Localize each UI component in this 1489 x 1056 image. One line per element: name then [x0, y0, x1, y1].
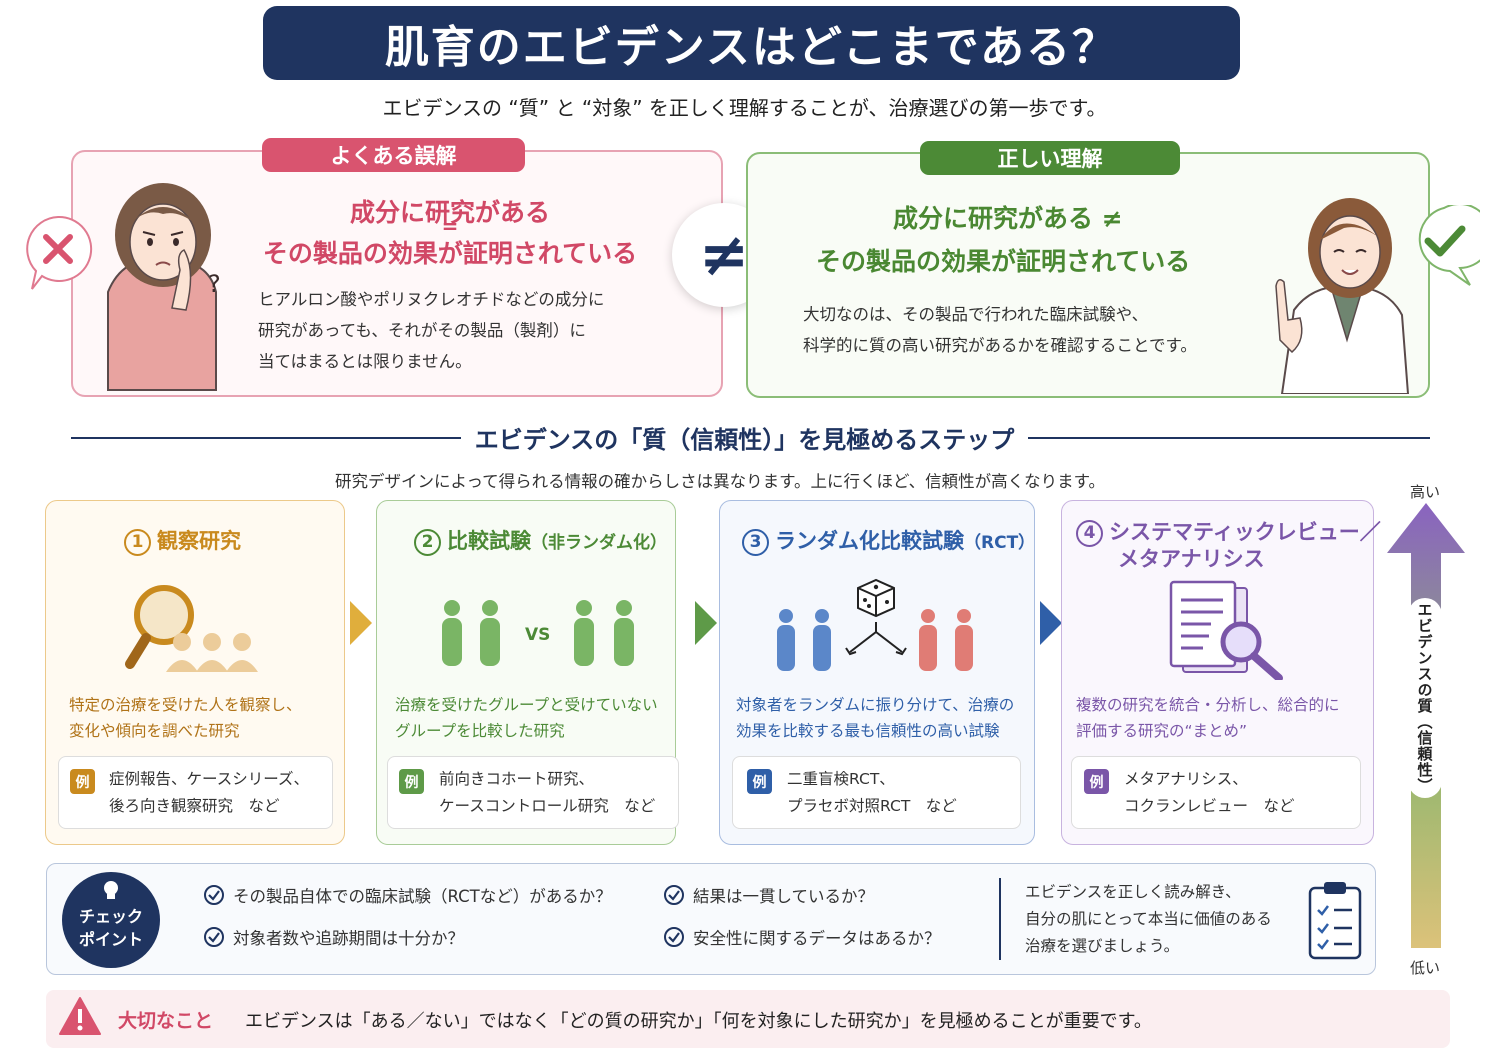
step4-example-badge: 例 — [1084, 769, 1109, 794]
check-points-panel — [46, 863, 1376, 975]
step1-example-box — [58, 756, 333, 829]
misconception-line2: その製品の効果が証明されている — [262, 239, 638, 268]
check-circle-icon — [204, 927, 224, 947]
important-text: エビデンスは「ある／ない」ではなく「どの質の研究か」「何を対象にした研究か」を見… — [245, 1011, 1152, 1032]
check-item-4: 安全性に関するデータはあるか？ — [663, 925, 941, 949]
step4-description: 複数の研究を統合・分析し、総合的に評価する研究の“まとめ” — [1076, 696, 1340, 740]
scale-high-label: 高い — [1410, 483, 1441, 501]
misconception-line1: 成分に研究がある — [349, 198, 550, 227]
step3-example-badge: 例 — [747, 769, 772, 794]
check-item-1: その製品自体での臨床試験（RCTなど）があるか？ — [203, 883, 612, 907]
correct-label: 正しい理解 — [920, 141, 1180, 175]
step2-examples: 前向きコホート研究、ケースコントロール研究 など — [439, 770, 656, 815]
check-circle-icon — [204, 885, 224, 905]
step3-examples: 二重盲検RCT、プラセボ対照RCT など — [787, 770, 957, 815]
misconception-label: よくある誤解 — [262, 138, 525, 172]
lightbulb-icon — [104, 881, 118, 899]
dice-icon — [857, 578, 895, 618]
correct-line1: 成分に研究がある ≠ — [893, 204, 1123, 233]
correct-text: 大切なのは、その製品で行われた臨床試験や、 科学的に質の高い研究があるかを確認す… — [803, 305, 1197, 355]
check-item-2: 結果は一貫しているか？ — [663, 883, 874, 907]
check-icon — [1418, 205, 1480, 286]
magnifier-people-icon — [125, 585, 258, 672]
page-subtitle: エビデンスの “質” と “対象” を正しく理解することが、治療選びの第一歩です… — [382, 96, 1107, 120]
title-banner: 肌育のエビデンスはどこまである？ — [263, 6, 1240, 80]
warning-icon — [59, 997, 101, 1035]
important-banner — [46, 990, 1450, 1048]
scale-axis-label: エビデンスの質（信頼性） — [1408, 598, 1442, 798]
cross-icon — [26, 215, 93, 290]
worried-woman-illustration: ? — [107, 183, 221, 391]
step3-description: 対象者をランダムに振り分けて、治療の効果を比較する最も信頼性の高い試験 — [736, 696, 1015, 740]
step1-description: 特定の治療を受けた人を観察し、変化や傾向を調べた研究 — [69, 696, 302, 740]
step4-examples: メタアナリシス、コクランレビュー など — [1124, 770, 1295, 815]
clipboard-icon — [1308, 882, 1362, 960]
group-vs-group-icon: VS — [442, 600, 634, 666]
step2-arrow — [695, 601, 717, 645]
correct-line2: その製品の効果が証明されている — [816, 247, 1191, 276]
check-points-label: チェックポイント — [78, 907, 143, 949]
step1-example-badge: 例 — [70, 769, 95, 794]
section-title: エビデンスの「質（信頼性）」を見極めるステップ — [0, 420, 1489, 455]
misconception-equals: = — [441, 214, 459, 238]
step2-example-badge: 例 — [399, 769, 424, 794]
doctor-woman-illustration — [1275, 198, 1410, 394]
step3-arrow — [1040, 601, 1062, 645]
page-title: 肌育のエビデンスはどこまである？ — [384, 22, 1119, 73]
step3-example-box — [732, 756, 1021, 829]
check-note: エビデンスを正しく読み解き、自分の肌にとって本当に価値のある治療を選びましょう。 — [1025, 883, 1272, 955]
important-label: 大切なこと — [118, 1010, 214, 1032]
step4-example-box — [1071, 756, 1361, 829]
check-circle-icon — [664, 885, 684, 905]
step2-example-box — [387, 756, 679, 829]
randomization-icon — [777, 578, 973, 671]
misconception-text: ヒアルロン酸やポリヌクレオチドなどの成分に 研究があっても、それがその製品（製剤… — [258, 290, 605, 371]
vs-label: VS — [525, 625, 550, 645]
step1-arrow — [350, 601, 372, 645]
step2-description: 治療を受けたグループと受けていないグループを比較した研究 — [395, 696, 658, 740]
check-item-3: 対象者数や追跡期間は十分か？ — [203, 925, 464, 949]
document-magnifier-icon — [1169, 580, 1283, 680]
step4-title-line2: メタアナリシス — [1118, 547, 1265, 571]
check-divider — [999, 878, 1001, 960]
check-circle-icon — [664, 927, 684, 947]
svg-text:?: ? — [208, 270, 221, 298]
section-subtitle: 研究デザインによって得られる情報の確からしさは異なります。上に行くほど、信頼性が… — [334, 472, 1106, 491]
scale-low-label: 低い — [1410, 959, 1441, 977]
step1-examples: 症例報告、ケースシリーズ、後ろ向き観察研究 など — [109, 770, 309, 815]
